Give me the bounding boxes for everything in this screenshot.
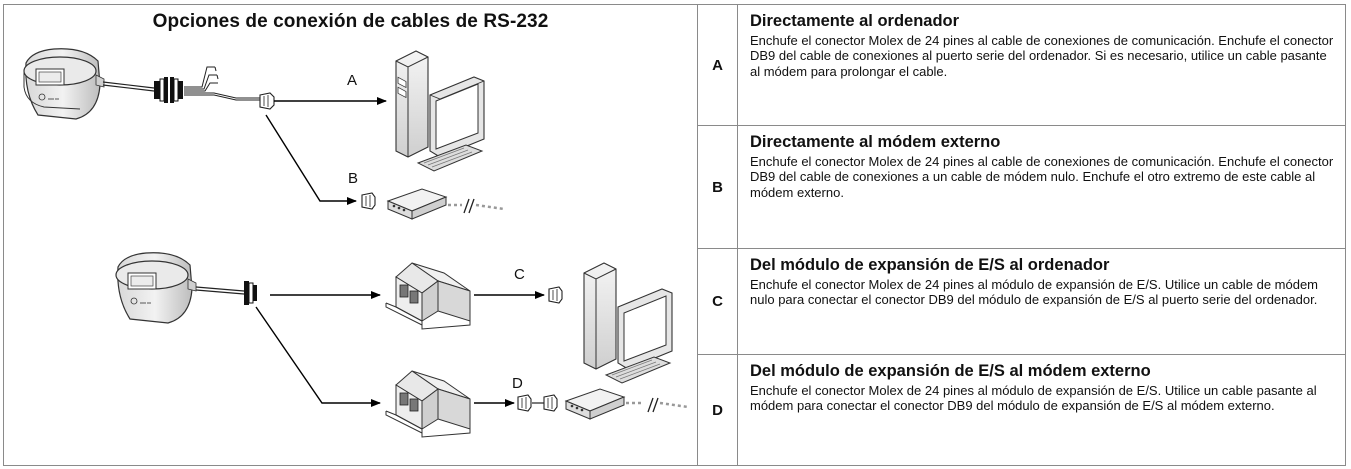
row-description: Enchufe el conector Molex de 24 pines al… — [750, 154, 1334, 200]
db9-connector-icon — [548, 286, 563, 304]
row-description: Enchufe el conector Molex de 24 pines al… — [750, 383, 1317, 414]
row-heading: Del módulo de expansión de E/S al ordena… — [750, 256, 1110, 274]
diagram-frame: Opciones de conexión de cables de RS-232 — [3, 4, 1346, 466]
row-heading: Del módulo de expansión de E/S al módem … — [750, 362, 1151, 380]
row-letter: C — [698, 249, 738, 354]
comm-cable-wires — [184, 66, 260, 101]
branch-line-b — [265, 114, 357, 205]
db9-connector-icon — [543, 394, 558, 412]
connection-diagram: A B — [23, 48, 689, 438]
option-row-a: A Directamente al ordenador Enchufe el c… — [698, 5, 1345, 126]
row-letter: D — [698, 355, 738, 465]
meter-cable — [102, 81, 155, 92]
desktop-computer-icon — [583, 262, 673, 384]
connection-diagram-panel: Opciones de conexión de cables de RS-232 — [4, 5, 697, 465]
row-content: Directamente al módem externo Enchufe el… — [750, 132, 1337, 200]
diagram-title: Opciones de conexión de cables de RS-232 — [152, 11, 549, 32]
row-letter: B — [698, 126, 738, 248]
option-row-c: C Del módulo de expansión de E/S al orde… — [698, 249, 1345, 355]
io-expansion-module-icon — [385, 262, 471, 330]
external-modem-icon — [386, 188, 448, 220]
molex-connector-icon — [244, 281, 257, 305]
db9-connector-icon — [517, 394, 532, 412]
db9-connector-icon — [259, 92, 275, 110]
row-content: Directamente al ordenador Enchufe el con… — [750, 11, 1337, 79]
row-content: Del módulo de expansión de E/S al ordena… — [750, 255, 1337, 308]
row-description: Enchufe el conector Molex de 24 pines al… — [750, 33, 1334, 79]
label-b: B — [348, 170, 358, 187]
external-modem-icon — [564, 388, 626, 420]
meter-icon — [23, 48, 105, 120]
row-heading: Directamente al módem externo — [750, 133, 1001, 151]
option-row-d: D Del módulo de expansión de E/S al móde… — [698, 355, 1345, 465]
row-letter: A — [698, 5, 738, 125]
connection-options-table: A Directamente al ordenador Enchufe el c… — [698, 5, 1345, 465]
meter-cable — [195, 286, 245, 295]
desktop-computer-icon — [395, 50, 485, 172]
label-c: C — [514, 266, 525, 283]
row-heading: Directamente al ordenador — [750, 12, 960, 30]
molex-connector-icon — [154, 77, 183, 103]
io-expansion-module-icon — [385, 370, 471, 438]
phone-line — [626, 397, 689, 413]
db9-connector-icon — [361, 192, 376, 210]
row-content: Del módulo de expansión de E/S al módem … — [750, 361, 1337, 414]
meter-icon — [115, 252, 197, 324]
panel-divider — [697, 5, 698, 465]
branch-line-d — [255, 306, 381, 407]
phone-line — [448, 198, 505, 214]
label-d: D — [512, 375, 523, 392]
label-a: A — [347, 72, 357, 89]
row-description: Enchufe el conector Molex de 24 pines al… — [750, 277, 1319, 308]
option-row-b: B Directamente al módem externo Enchufe … — [698, 126, 1345, 249]
